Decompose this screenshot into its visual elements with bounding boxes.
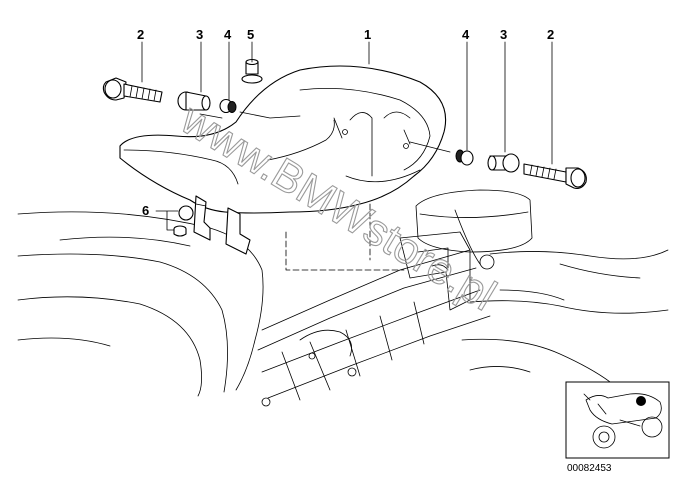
- callout-leaders: [141, 41, 553, 231]
- bolt-right: [523, 163, 587, 189]
- buffer-part-5: [241, 58, 263, 84]
- seat-part-1: [119, 65, 447, 255]
- callout-1: 1: [364, 27, 371, 42]
- buffer-part-6: [173, 205, 194, 237]
- motorcycle-thumbnail-icon: [583, 393, 663, 449]
- callout-4-right: 4: [462, 27, 470, 42]
- locator-thumbnail: [565, 381, 670, 459]
- callout-2-right: 2: [547, 27, 554, 42]
- fastener-set-right: [409, 141, 587, 189]
- bushing-right: [487, 153, 520, 173]
- rubber-grommet-right: [455, 149, 474, 166]
- diagram-code: 00082453: [567, 463, 612, 474]
- callout-3-right: 3: [500, 27, 507, 42]
- rubber-grommet-left: [219, 98, 237, 114]
- callout-3-left: 3: [196, 27, 203, 42]
- bolt-left: [102, 77, 163, 103]
- callout-6: 6: [142, 203, 149, 218]
- location-marker-icon: [636, 396, 646, 406]
- fastener-set-left: [102, 58, 301, 119]
- callout-2-left: 2: [137, 27, 144, 42]
- motorcycle-frame-outline: [17, 149, 669, 407]
- callout-5: 5: [247, 27, 254, 42]
- callout-4-left: 4: [224, 27, 232, 42]
- bushing-left: [177, 91, 211, 111]
- callout-labels: 2 3 4 5 1 4 3 2 6: [137, 27, 554, 218]
